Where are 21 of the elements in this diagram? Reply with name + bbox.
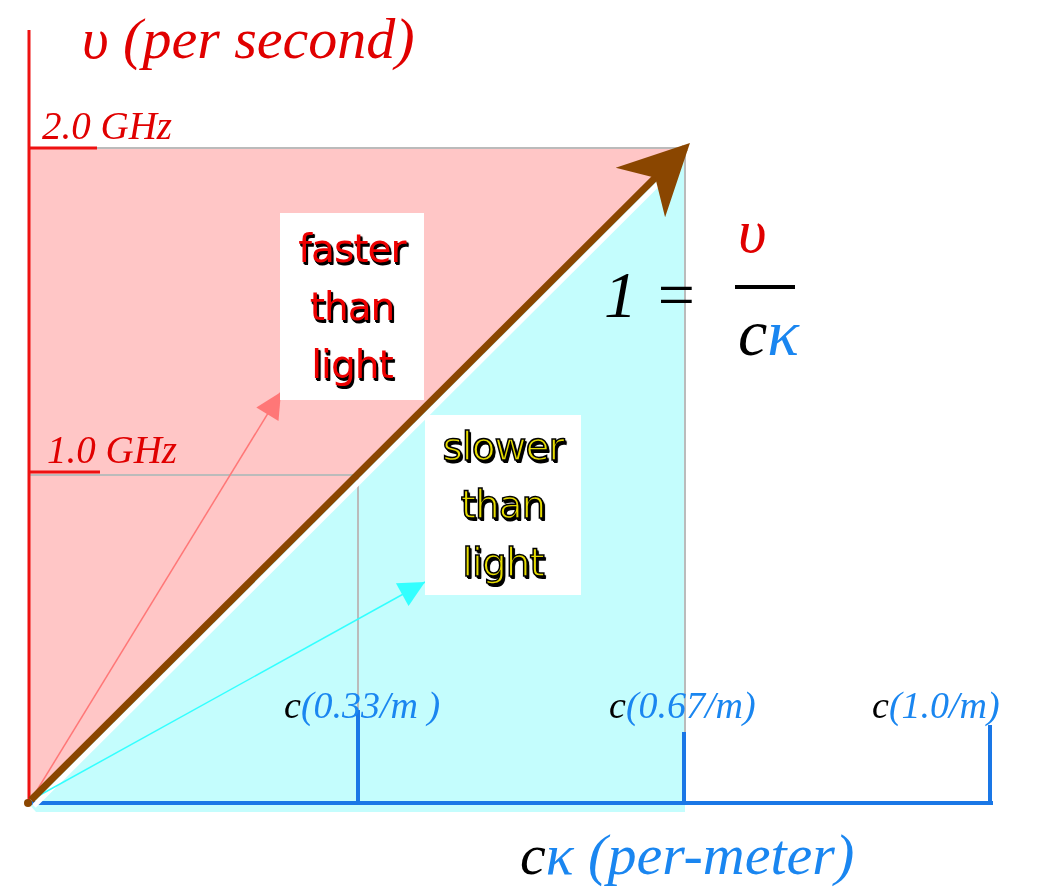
tick-label: c xyxy=(609,686,626,724)
region-label: slower than light xyxy=(441,423,566,587)
text-box xyxy=(280,213,424,400)
equation-denominator: κ xyxy=(767,300,799,366)
axis-title: c xyxy=(520,826,546,884)
axis-title: κ (per-meter) xyxy=(545,826,855,884)
tick-label: (0.33/m ) xyxy=(300,686,441,724)
tick-label: c xyxy=(284,686,301,724)
tick-label: (1.0/m) xyxy=(888,686,1000,724)
tick-label: 1.0 GHz xyxy=(47,430,177,469)
origin-point xyxy=(24,799,32,807)
tick-label: c xyxy=(872,686,889,724)
equation-text: 1 = xyxy=(604,262,699,328)
equation-denominator: c xyxy=(738,300,768,366)
arrow xyxy=(28,143,690,803)
equation-numerator: υ xyxy=(738,200,767,262)
axis-title: υ (per second) xyxy=(82,10,415,68)
region-label: faster than light xyxy=(297,224,408,389)
tick-label: (0.67/m) xyxy=(625,686,756,724)
tick-label: 2.0 GHz xyxy=(42,106,172,145)
text-box xyxy=(425,415,581,595)
